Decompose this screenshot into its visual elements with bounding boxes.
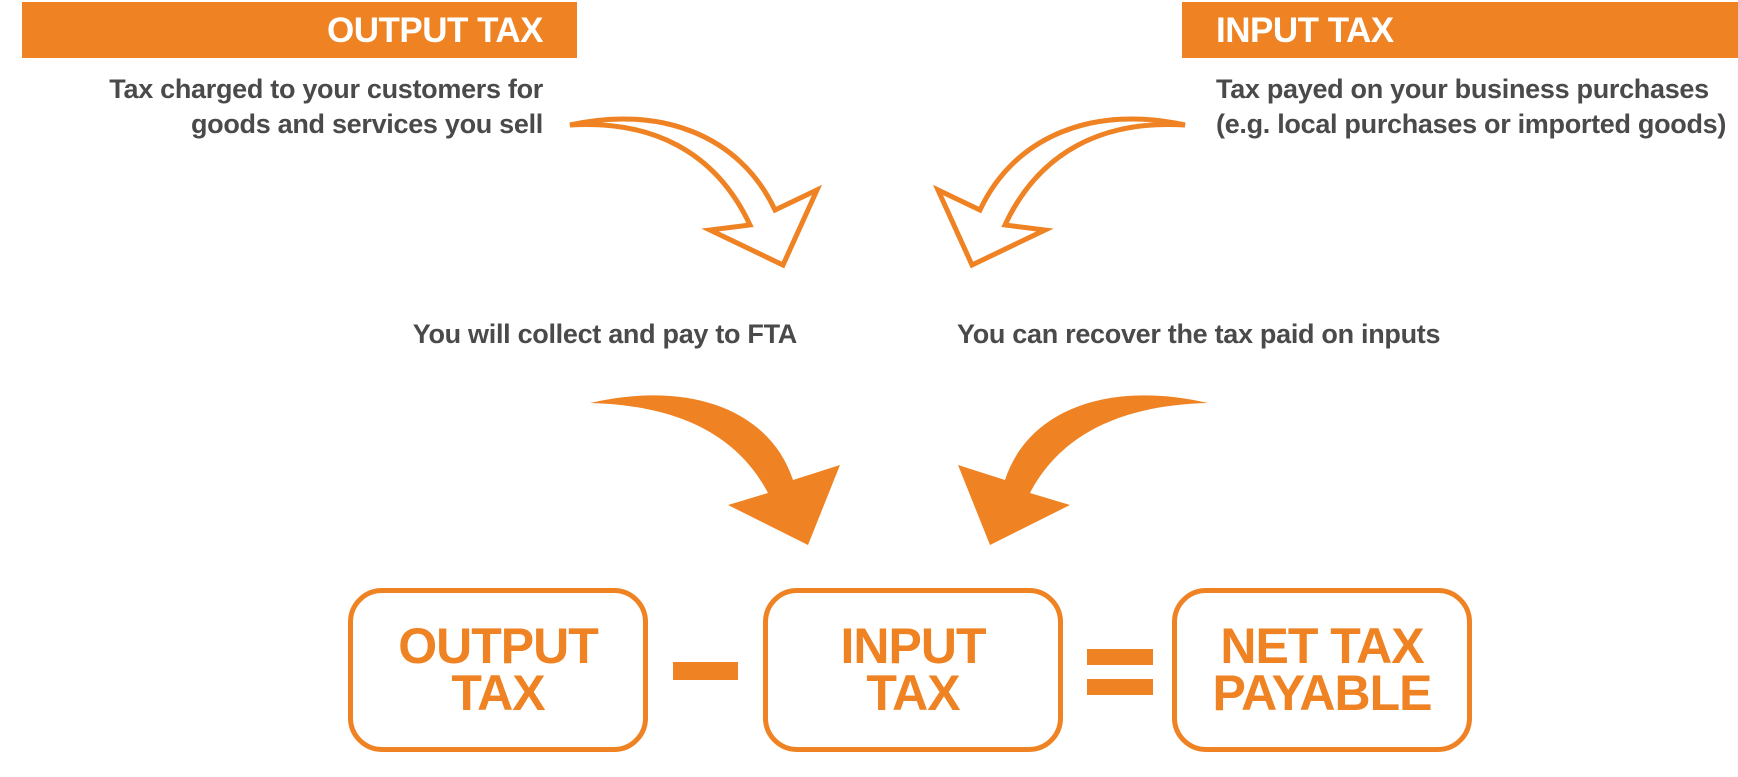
input-tax-banner-label: INPUT TAX <box>1216 11 1394 50</box>
input-tax-description-line-1: Tax payed on your business purchases <box>1216 74 1709 104</box>
solid-arrow-left-icon <box>958 395 1208 545</box>
equals-sign-top-bar <box>1087 649 1153 665</box>
solid-arrow-right-icon <box>590 395 840 545</box>
net-tax-payable-box: NET TAX PAYABLE <box>1172 588 1472 752</box>
outline-arrow-left-icon <box>932 116 1186 269</box>
input-tax-note: You can recover the tax paid on inputs <box>957 319 1441 349</box>
output-tax-banner: OUTPUT TAX <box>22 2 577 58</box>
minus-sign <box>673 662 738 680</box>
net-tax-box-line-2: PAYABLE <box>1212 665 1432 721</box>
output-tax-box: OUTPUT TAX <box>348 588 648 752</box>
input-tax-box-line-1: INPUT <box>840 618 987 674</box>
equals-sign-bottom-bar <box>1087 679 1153 695</box>
input-tax-box-line-2: TAX <box>866 665 960 721</box>
output-tax-description: Tax charged to your customers for goods … <box>109 72 543 142</box>
output-tax-description-line-2: goods and services you sell <box>190 109 543 139</box>
outline-arrow-right-icon <box>569 116 823 269</box>
input-tax-description: Tax payed on your business purchases (e.… <box>1216 72 1726 142</box>
output-tax-note: You will collect and pay to FTA <box>412 319 798 349</box>
input-tax-description-line-2: (e.g. local purchases or imported goods) <box>1216 109 1727 139</box>
net-tax-box-line-1: NET TAX <box>1220 618 1424 674</box>
output-tax-box-line-2: TAX <box>451 665 545 721</box>
output-tax-banner-label: OUTPUT TAX <box>326 11 544 50</box>
input-tax-box: INPUT TAX <box>763 588 1063 752</box>
output-tax-description-line-1: Tax charged to your customers for <box>109 74 543 104</box>
input-tax-banner: INPUT TAX <box>1182 2 1738 58</box>
output-tax-box-line-1: OUTPUT <box>398 618 599 674</box>
